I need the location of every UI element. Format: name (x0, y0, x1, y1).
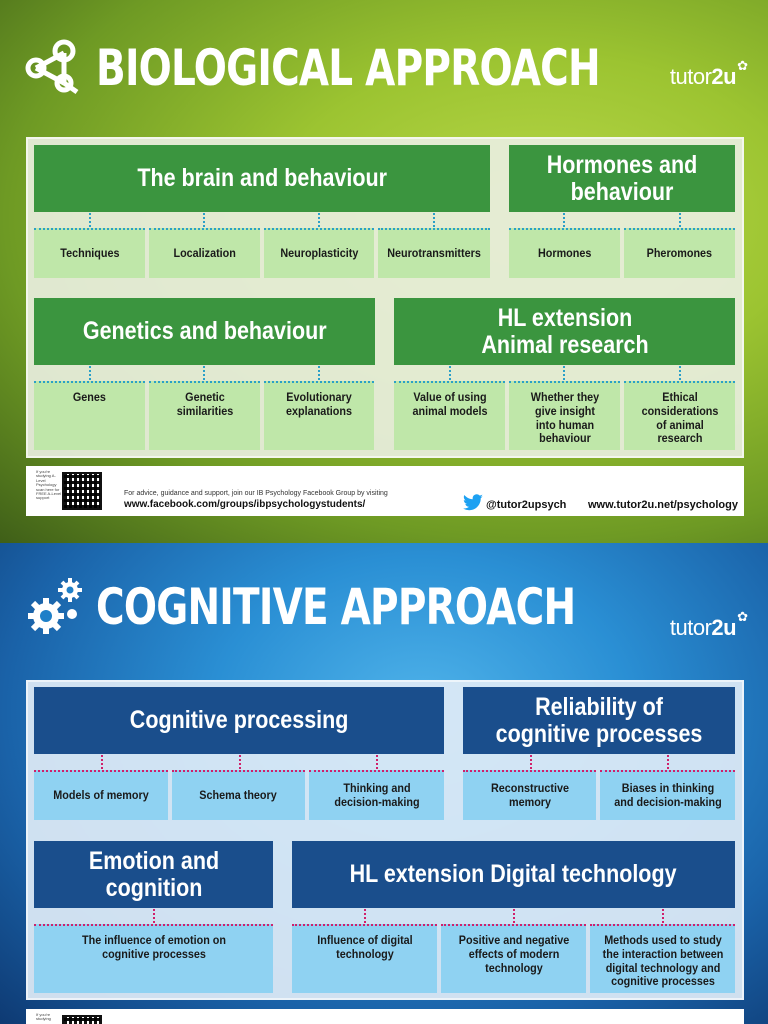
category-cognitive-processing: Cognitive processing (34, 687, 444, 754)
subtopic-ethical-considerations: Ethical considerations of animal researc… (624, 381, 735, 450)
gears-icon (28, 578, 82, 634)
molecule-icon (25, 39, 79, 95)
subtopic-techniques: Techniques (34, 228, 145, 278)
subtopic-localization: Localization (149, 228, 260, 278)
subtopic-value-animal-models: Value of using animal models (394, 381, 505, 450)
subtopic-effects-modern-technology: Positive and negative effects of modern … (441, 924, 586, 993)
category-reliability-cognitive-processes: Reliability of cognitive processes (463, 687, 735, 754)
flower-icon: ✿ (737, 58, 748, 73)
subtopic-insight-human-behaviour: Whether they give insight into human beh… (509, 381, 620, 450)
qr-code-icon[interactable] (62, 472, 102, 510)
category-hormones-behaviour: Hormones and behaviour (509, 145, 735, 212)
subtopic-genes: Genes (34, 381, 145, 450)
subtopic-reconstructive-memory: Reconstructive memory (463, 770, 596, 820)
category-genetics-behaviour: Genetics and behaviour (34, 298, 375, 365)
subtopic-neurotransmitters: Neurotransmitters (378, 228, 490, 278)
subtopic-models-of-memory: Models of memory (34, 770, 168, 820)
category-hl-animal-research: HL extension Animal research (394, 298, 735, 365)
subtopic-schema-theory: Schema theory (172, 770, 305, 820)
cognitive-approach-poster: COGNITIVE APPROACH tutor2u ✿ Cognitive p… (0, 543, 768, 1024)
subtopic-genetic-similarities: Genetic similarities (149, 381, 260, 450)
subtopic-influence-emotion: The influence of emotion on cognitive pr… (34, 924, 273, 993)
subtopic-evolutionary-explanations: Evolutionary explanations (264, 381, 374, 450)
subtopic-methods-digital-technology: Methods used to study the interaction be… (590, 924, 735, 993)
subtopic-thinking-decision-making: Thinking and decision-making (309, 770, 444, 820)
bio-footer: If you're studying A-Level Psychology sc… (26, 466, 744, 516)
subtopic-neuroplasticity: Neuroplasticity (264, 228, 374, 278)
page-title: BIOLOGICAL APPROACH (96, 39, 601, 97)
flower-icon: ✿ (737, 609, 748, 624)
subtopic-influence-digital-technology: Influence of digital technology (292, 924, 437, 993)
biological-approach-poster: BIOLOGICAL APPROACH tutor2u ✿ The brain … (0, 0, 768, 543)
twitter-handle-link[interactable]: @tutor2upsych (486, 499, 567, 511)
tutor2u-logo: tutor2u ✿ (669, 609, 748, 640)
page-title: COGNITIVE APPROACH (96, 578, 576, 636)
website-link[interactable]: www.tutor2u.net/psychology (588, 499, 738, 511)
qr-code-icon[interactable] (62, 1015, 102, 1024)
category-brain-behaviour: The brain and behaviour (34, 145, 490, 212)
cog-footer: If you're studying (26, 1009, 744, 1024)
bio-header: BIOLOGICAL APPROACH (24, 28, 742, 108)
subtopic-pheromones: Pheromones (624, 228, 735, 278)
category-hl-digital-technology: HL extension Digital technology (292, 841, 735, 908)
tutor2u-logo: tutor2u ✿ (669, 58, 748, 89)
category-emotion-cognition: Emotion and cognition (34, 841, 273, 908)
facebook-group-link[interactable]: www.facebook.com/groups/ibpsychologystud… (124, 499, 366, 510)
cog-header: COGNITIVE APPROACH (24, 567, 711, 647)
subtopic-biases-thinking: Biases in thinking and decision-making (600, 770, 735, 820)
twitter-bird-icon (463, 494, 483, 511)
subtopic-hormones: Hormones (509, 228, 620, 278)
